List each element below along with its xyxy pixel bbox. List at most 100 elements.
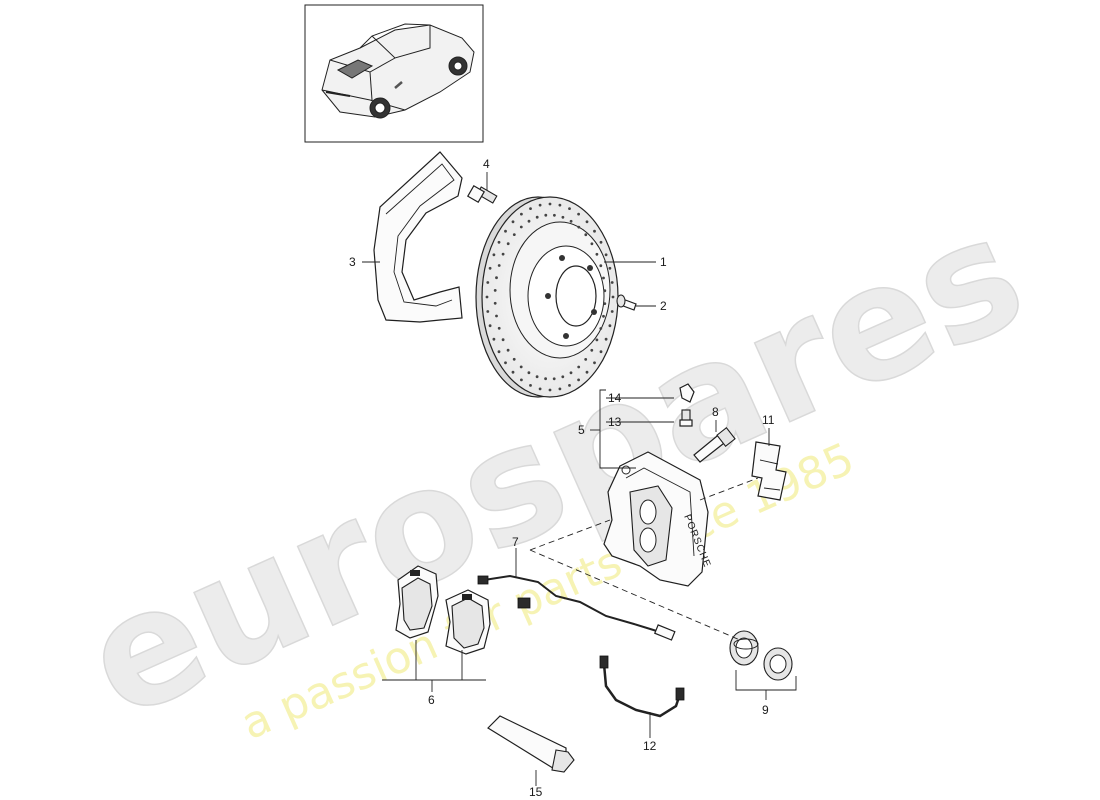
drill-hole (604, 337, 608, 341)
drill-hole (501, 252, 505, 256)
callout-13: 13 (608, 415, 622, 429)
drill-hole (497, 264, 501, 267)
brake-hose (599, 655, 685, 718)
drill-hole (497, 326, 501, 330)
shield-bolt (466, 184, 498, 204)
drill-hole (544, 213, 548, 217)
drill-hole (497, 240, 501, 244)
drill-hole (599, 264, 603, 268)
spring-clip (751, 441, 787, 501)
drill-hole (486, 310, 490, 313)
drill-hole (538, 387, 542, 391)
callout-1: 1 (660, 255, 667, 269)
callout-labels: 1 2 3 4 5 6 7 8 9 11 12 13 14 15 (349, 157, 775, 799)
bleeder-parts (679, 383, 695, 427)
drill-hole (511, 220, 515, 224)
callout-8: 8 (712, 405, 719, 419)
drill-hole (561, 215, 565, 219)
seal-ring-icon (763, 647, 793, 681)
grease-tube (487, 715, 575, 773)
drill-hole (577, 378, 580, 382)
drill-hole (493, 301, 497, 305)
drill-hole (558, 387, 562, 391)
seal-rings (729, 630, 793, 681)
disc-screw (616, 294, 637, 311)
brake-disc-icon (475, 196, 619, 398)
drill-hole (552, 377, 556, 381)
drill-hole (569, 371, 573, 375)
callout-5: 5 (578, 423, 585, 437)
drill-hole (495, 314, 498, 318)
drill-hole (529, 207, 532, 211)
drill-hole (602, 276, 605, 280)
drill-hole (585, 220, 589, 224)
drill-hole (512, 233, 516, 237)
drill-hole (501, 338, 505, 342)
drill-hole (538, 203, 542, 207)
drill-hole (561, 375, 565, 379)
drill-hole (602, 314, 605, 318)
drill-hole (604, 253, 608, 257)
drill-hole (610, 281, 614, 284)
drill-hole (590, 348, 594, 352)
callout-3: 3 (349, 255, 356, 269)
drill-hole (584, 358, 588, 361)
drill-hole (519, 225, 523, 229)
wear-sensor (477, 574, 676, 641)
drill-hole (485, 295, 489, 299)
drill-hole (611, 295, 615, 299)
drill-hole (519, 365, 523, 369)
callout-14: 14 (608, 391, 622, 405)
drill-hole (599, 327, 603, 330)
drill-hole (504, 361, 507, 365)
drill-hole (603, 302, 607, 305)
drill-hole (497, 350, 501, 354)
drill-hole (585, 370, 589, 374)
callout-4: 4 (483, 157, 490, 171)
brake-pad-icon (445, 589, 491, 655)
drill-hole (593, 361, 596, 365)
drill-hole (529, 384, 532, 387)
drill-hole (610, 310, 614, 313)
callout-2: 2 (660, 299, 667, 313)
drill-hole (488, 324, 492, 328)
drill-hole (535, 215, 539, 219)
car-thumbnail-icon (321, 23, 475, 119)
drill-hole (553, 213, 556, 217)
drill-hole (548, 202, 552, 206)
drill-hole (608, 324, 612, 328)
drill-hole (506, 348, 510, 352)
seal-ring-icon (729, 630, 759, 666)
drill-hole (568, 384, 571, 387)
callout-6: 6 (428, 693, 435, 707)
drill-hole (590, 242, 594, 246)
wear-sensor-icon (477, 574, 676, 641)
drill-hole (595, 338, 599, 342)
drill-hole (527, 219, 531, 223)
leader-lines (362, 172, 797, 786)
callout-9: 9 (762, 703, 769, 717)
drill-hole (593, 229, 596, 233)
drill-hole (558, 203, 562, 207)
drill-hole (511, 370, 515, 374)
callout-15: 15 (529, 785, 543, 799)
drill-hole (493, 289, 497, 292)
callout-11: 11 (762, 413, 775, 427)
drill-hole (599, 240, 603, 244)
drill-hole (512, 357, 516, 361)
drill-hole (568, 207, 571, 211)
drill-hole (495, 276, 498, 280)
brake-pads (395, 565, 491, 655)
drill-hole (492, 253, 496, 257)
drill-hole (535, 375, 539, 379)
drill-hole (492, 337, 496, 341)
drill-hole (527, 371, 531, 375)
drill-hole (584, 233, 588, 237)
drill-hole (603, 289, 607, 293)
caliper-bolt (693, 427, 736, 463)
grease-tube-icon (487, 715, 575, 773)
drill-hole (506, 242, 510, 246)
drill-hole (569, 219, 573, 223)
brake-hose-icon (599, 655, 685, 718)
